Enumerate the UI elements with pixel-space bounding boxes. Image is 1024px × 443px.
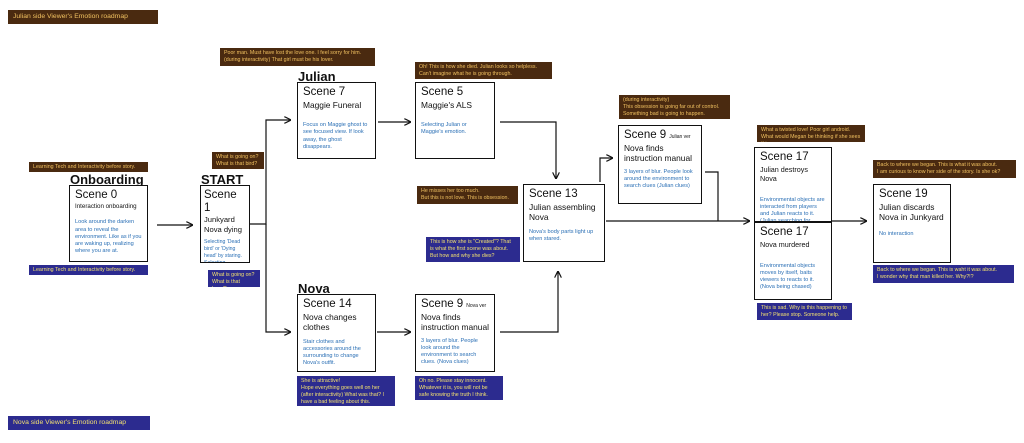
note-onboarding-julian: Learning Tech and Interactivity before s… <box>29 162 148 172</box>
scene-14-box: Scene 14 Nova changes clothes Stair clot… <box>297 294 376 372</box>
note-scene-17-nova: This is sad. Why is this happening to he… <box>757 303 852 320</box>
scene-7-box: Scene 7 Maggie Funeral Focus on Maggie g… <box>297 82 376 159</box>
scene-description: Nova's body parts light up when stared. <box>529 228 594 242</box>
scene-number: Scene 9 <box>421 298 464 310</box>
scene-version: Julian ver <box>669 134 691 140</box>
scene-title: Julian discards Nova in Junkyard <box>879 201 944 223</box>
scene-13-box: Scene 13 Julian assembling Nova Nova's b… <box>523 184 605 262</box>
scene-5-box: Scene 5 Maggie's ALS Selecting Julian or… <box>415 82 495 159</box>
scene-title: Junkyard Nova dying <box>204 215 242 234</box>
note-scene-1-nova: What is going on? What is that head? <box>208 270 260 287</box>
note-onboarding-nova: Learning Tech and Interactivity before s… <box>29 265 148 275</box>
scene-version: Nova ver <box>466 303 487 309</box>
scene-name: Scene 1 <box>204 189 237 214</box>
scene-name: Scene 19 <box>879 188 928 200</box>
scene-description: Environmental objects are interacted fro… <box>760 196 825 222</box>
scene-title: Maggie Funeral <box>303 99 362 110</box>
scene-17-nova-box: Scene 17 Nova murdered Environmental obj… <box>754 222 832 300</box>
note-scene-5: Oh! This is how she died. Julian looks s… <box>415 62 552 79</box>
scene-description: Focus on Maggie ghost to see focused vie… <box>303 122 368 150</box>
scene-description: Selecting 'Dead bird' or 'Dying head' by… <box>204 239 242 263</box>
note-scene-9-nova: Oh no. Please stay innocent. Whatever it… <box>415 376 503 400</box>
scene-19-box: Scene 19 Julian discards Nova in Junkyar… <box>873 184 951 263</box>
note-scene-19-nova: Back to where we began. This is waht it … <box>873 265 1014 283</box>
nova-legend: Nova side Viewer's Emotion roadmap <box>8 416 150 430</box>
scene-description: Environmental objects moves by itself, b… <box>760 262 816 291</box>
scene-name: Scene 5 <box>421 86 464 98</box>
nova-header: Nova <box>298 281 330 296</box>
note-scene-14: She is attractive! Hope everything goes … <box>297 376 395 406</box>
julian-legend: Julian side Viewer's Emotion roadmap <box>8 10 158 24</box>
scene-name: Scene 7 <box>303 86 346 98</box>
scene-name: Scene 0 <box>75 189 118 201</box>
start-header: START <box>201 172 244 187</box>
julian-header: Julian <box>298 69 336 84</box>
scene-title: Julian assembling Nova <box>529 201 596 223</box>
scene-1-box: Scene 1 Junkyard Nova dying Selecting 'D… <box>200 185 250 263</box>
note-scene-7: Poor man. Must have lost the love one. I… <box>220 48 375 66</box>
scene-description: No interaction <box>879 230 914 237</box>
scene-description: Look around the darken area to reveal th… <box>75 219 142 255</box>
scene-description: 3 layers of blur. People look around the… <box>624 168 693 190</box>
note-scene-13-julian: He misses her too much. But this is not … <box>417 186 518 204</box>
scene-title: Nova changes clothes <box>303 311 357 333</box>
note-scene-17-julian: What a twisted love! Poor girl android. … <box>757 125 865 142</box>
scene-title: Nova finds instruction manual <box>624 142 692 164</box>
scene-description: Selecting Julian or Maggie's emotion. <box>421 122 467 136</box>
scene-name: Scene 14 <box>303 298 352 310</box>
scene-title: Julian destroys Nova <box>760 164 808 183</box>
note-scene-13-nova: This is how she is "Created"? That is wh… <box>426 237 520 262</box>
note-scene-9-julian: (during interactivity) This obsession is… <box>619 95 730 119</box>
scene-name: Scene 17 <box>760 226 809 238</box>
scene-17-julian-box: Scene 17 Julian destroys Nova Environmen… <box>754 147 832 222</box>
scene-0-box: Scene 0 Interaction onboarding Look arou… <box>69 185 148 262</box>
note-scene-19-julian: Back to where we began. This is what it … <box>873 160 1016 178</box>
onboarding-header: Onboarding <box>70 172 144 187</box>
scene-title: Interaction onboarding <box>75 202 137 210</box>
scene-name: Scene 17 <box>760 151 809 163</box>
scene-description: 3 layers of blur. People look around the… <box>421 337 478 366</box>
scene-description: Stair clothes and accessories around the… <box>303 338 361 367</box>
scene-title: Maggie's ALS <box>421 99 472 110</box>
scene-name: Scene 13 <box>529 188 578 200</box>
scene-title: Nova finds instruction manual <box>421 311 489 333</box>
scene-title: Nova murdered <box>760 239 810 249</box>
scene-number: Scene 9 <box>624 129 667 141</box>
note-scene-1-julian: What is going on? What is that bird? <box>212 152 264 169</box>
